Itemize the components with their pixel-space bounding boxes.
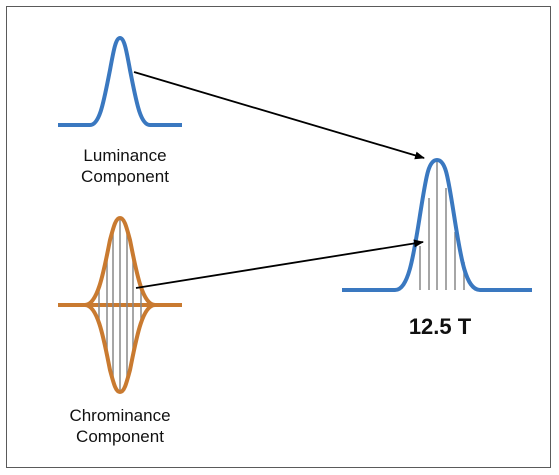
chrominance-label: Chrominance Component xyxy=(55,405,185,447)
luminance-label-line2: Component xyxy=(81,167,169,186)
chrominance-label-line1: Chrominance xyxy=(69,406,171,425)
luminance-pulse xyxy=(58,36,182,127)
luminance-arrow xyxy=(133,71,425,160)
result-label: 12.5 T xyxy=(408,314,472,339)
chrominance-arrow xyxy=(135,239,424,289)
diagram-frame xyxy=(6,6,551,468)
chrominance-upper-envelope xyxy=(58,216,182,307)
chrominance-label-line2: Component xyxy=(76,427,164,446)
result-hatching xyxy=(419,162,465,290)
luminance-label-line1: Luminance xyxy=(83,146,167,165)
luminance-label: Luminance Component xyxy=(60,145,190,187)
chrominance-lower-envelope xyxy=(58,303,182,394)
result-pulse xyxy=(342,158,532,292)
